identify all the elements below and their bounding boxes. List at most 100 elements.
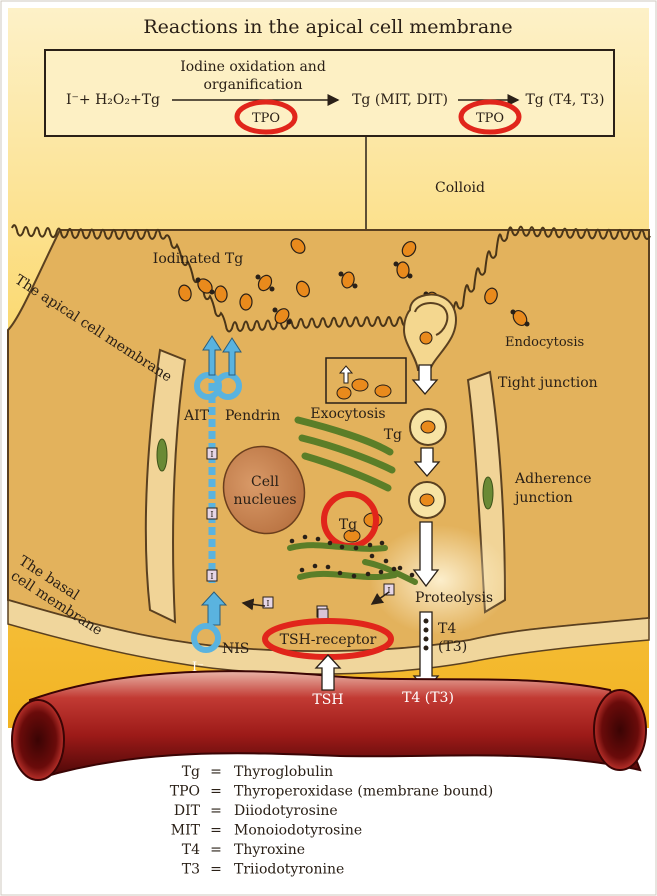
golgi-apparatus bbox=[294, 416, 396, 492]
t4-t3-blood-label: T4 (T3) bbox=[402, 690, 454, 706]
tg-particle bbox=[296, 280, 310, 298]
legend-abbr: T4 bbox=[182, 842, 200, 858]
iodide-marker-label: I bbox=[210, 450, 213, 459]
legend-equals: = bbox=[210, 803, 222, 819]
iodide-marker-label: I bbox=[210, 572, 213, 581]
tight-junction-label: Tight junction bbox=[498, 375, 598, 391]
tg-synthesis-particle-2 bbox=[343, 529, 361, 543]
adherence-junction-label-1: Adherence bbox=[514, 471, 592, 487]
legend-abbr: TPO bbox=[170, 784, 200, 800]
legend-row: TPO = Thyroperoxidase (membrane bound) bbox=[170, 784, 494, 800]
follicular-cell bbox=[7, 229, 650, 653]
highlight-circle-tpo-1 bbox=[234, 99, 298, 135]
proteolysis-glow bbox=[370, 525, 510, 635]
iodide-marker: I bbox=[206, 447, 218, 460]
iodide-marker-label: I bbox=[387, 586, 390, 595]
adherence-junction-left bbox=[156, 438, 168, 472]
vesicle-chain bbox=[408, 364, 447, 691]
lateral-membrane-left bbox=[144, 348, 187, 624]
legend-meaning: Triiodotyronine bbox=[234, 862, 344, 878]
legend-abbr: DIT bbox=[174, 803, 201, 819]
tg-particle bbox=[290, 238, 306, 254]
nis-transporter bbox=[191, 623, 221, 653]
t3-label: (T3) bbox=[438, 639, 467, 655]
tg-particle bbox=[393, 261, 413, 279]
reaction-intermediate: Tg (MIT, DIT) bbox=[352, 92, 448, 108]
tsh-receptor-group: TSH-receptor bbox=[262, 608, 394, 691]
iodinated-tg-particles bbox=[178, 238, 530, 327]
iodide-marker: I bbox=[206, 569, 218, 582]
cell-nucleus-label-2: nucleues bbox=[233, 492, 296, 508]
vessel-end-right bbox=[593, 689, 647, 771]
exocytosis-tg-1 bbox=[351, 378, 369, 392]
iodide-marker: I bbox=[262, 596, 274, 609]
tg-synthesis-label: Tg bbox=[339, 517, 357, 533]
exocytosis-tg-2 bbox=[374, 384, 392, 398]
legend-row: T4=Thyroxine bbox=[182, 842, 305, 858]
legend-row: DIT = Diiodotyrosine bbox=[174, 803, 338, 819]
tg-particle bbox=[195, 277, 215, 295]
legend-meaning: Thyroperoxidase (membrane bound) bbox=[234, 784, 493, 800]
diagram-title: Reactions in the apical cell membrane bbox=[143, 16, 512, 38]
vessel-end-left bbox=[11, 699, 65, 781]
apical-microvilli bbox=[11, 224, 651, 333]
legend-equals: = bbox=[210, 842, 222, 858]
iodide-transport bbox=[191, 335, 242, 653]
rough-endoplasmic-reticulum bbox=[287, 534, 418, 585]
legend-meaning: Monoiodotyrosine bbox=[234, 823, 362, 839]
endocytosis-pathway bbox=[402, 293, 457, 371]
tg-particle bbox=[401, 240, 417, 258]
enzyme-tpo-1: TPO bbox=[252, 111, 280, 126]
legend-row: Tg = Thyroglobulin bbox=[182, 764, 334, 780]
highlight-circle-tpo-2 bbox=[458, 99, 522, 135]
iodide-blood-label: I⁻ bbox=[192, 660, 204, 675]
blood-vessel bbox=[11, 670, 647, 781]
reaction-step-label-1: Iodine oxidation and bbox=[180, 59, 326, 75]
legend-equals: = bbox=[210, 823, 222, 839]
vesicle-tg-label: Tg bbox=[384, 427, 402, 443]
pendrin-label: Pendrin bbox=[225, 408, 280, 424]
iodide-marker: I bbox=[383, 583, 395, 596]
tsh-label: TSH bbox=[312, 692, 343, 708]
legend-abbr: T3 bbox=[182, 862, 200, 878]
tg-particle bbox=[255, 274, 275, 292]
basal-membrane-band bbox=[7, 599, 650, 675]
legend-abbr: Tg bbox=[182, 764, 200, 780]
tg-particle bbox=[484, 287, 498, 305]
reaction-box: Iodine oxidation and organification I⁻+ … bbox=[44, 49, 615, 137]
reaction-product: Tg (T4, T3) bbox=[525, 92, 604, 108]
ait-label: AIT bbox=[183, 408, 210, 424]
iodide-marker-label: I bbox=[266, 599, 269, 608]
tg-particle bbox=[272, 307, 292, 325]
exocytosis-arrow bbox=[338, 365, 354, 384]
cell-nucleus bbox=[222, 445, 306, 535]
tg-particle bbox=[338, 271, 358, 289]
t4-label: T4 bbox=[438, 621, 456, 637]
tg-particle bbox=[178, 284, 192, 302]
endocytosis-label: Endocytosis bbox=[505, 335, 584, 350]
cell-nucleus-label-1: Cell bbox=[251, 474, 279, 490]
legend-row: MIT = Monoiodotyrosine bbox=[171, 823, 362, 839]
legend-meaning: Diiodotyrosine bbox=[234, 803, 338, 819]
reaction-reactants: I⁻+ H₂O₂+Tg bbox=[66, 92, 160, 108]
legend-meaning: Thyroglobulin bbox=[234, 764, 333, 780]
legend-equals: = bbox=[210, 784, 222, 800]
endocytosis-pit bbox=[402, 293, 457, 371]
tsh-receptor-label: TSH-receptor bbox=[280, 632, 377, 648]
tsh-receptor-marker bbox=[317, 608, 329, 620]
tg-particle bbox=[510, 309, 530, 327]
legend-row: T3 = Triiodotyronine bbox=[182, 862, 345, 878]
legend-abbr: MIT bbox=[171, 823, 201, 839]
legend-equals: = bbox=[210, 764, 222, 780]
exocytosis-label: Exocytosis bbox=[310, 406, 385, 422]
iodide-recycle-arrows bbox=[241, 591, 390, 611]
colloid-label: Colloid bbox=[435, 180, 485, 196]
legend-equals: = bbox=[210, 862, 222, 878]
nis-label: NIS bbox=[222, 641, 249, 657]
reaction-step-label-2: organification bbox=[204, 77, 303, 93]
pendrin-transporter bbox=[214, 372, 242, 400]
exocytosis-zoom-box bbox=[325, 357, 407, 404]
